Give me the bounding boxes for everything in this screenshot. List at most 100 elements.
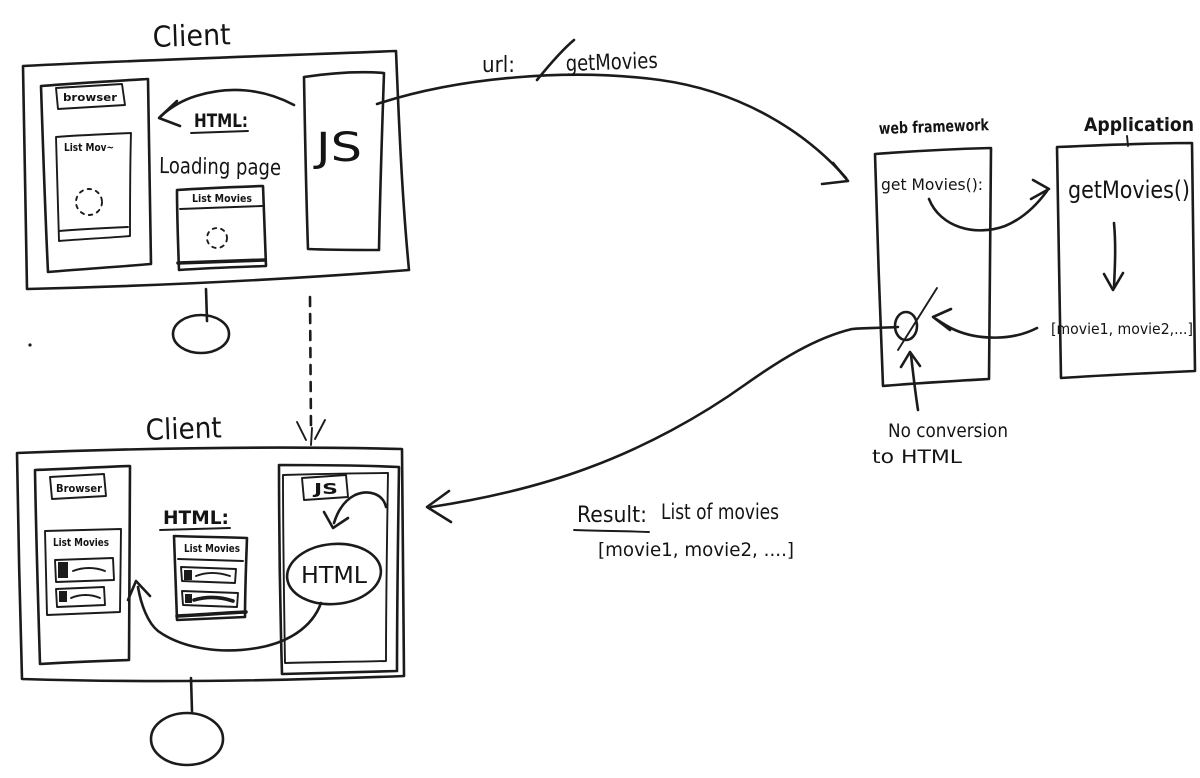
html-loading-arrowhead <box>157 99 182 128</box>
application: Application getMovies() [movie1, movie2,… <box>931 114 1197 380</box>
top-monitor-frame <box>21 49 411 291</box>
bottom-js-label: JS <box>313 480 338 498</box>
result-array-text: [movie1, movie2, ....] <box>598 539 794 561</box>
top-client-title: Client <box>152 17 231 54</box>
url-label: url: <box>482 53 515 78</box>
dashed-shaft <box>308 295 313 432</box>
bottom-browser-panel <box>44 528 122 616</box>
top-html-underline <box>190 130 249 134</box>
bottom-html-label: HTML: <box>163 507 229 529</box>
loading-spinner-icon <box>75 188 103 216</box>
app-down-arrowhead <box>1102 271 1125 292</box>
bottom-card-frame <box>172 534 249 622</box>
note-arrowhead <box>899 350 922 369</box>
html-to-browser-arrowhead <box>126 579 152 602</box>
top-list-movies-card: List Movies <box>175 184 268 272</box>
card-movie-item <box>180 566 237 584</box>
note-line-1: No conversion <box>888 420 1008 442</box>
top-browser-window: browser List Mov~ <box>39 77 153 274</box>
bottom-browser-label: Browser <box>56 482 103 495</box>
result-underline <box>573 529 650 533</box>
browser-movie-item <box>54 557 115 583</box>
bottom-browser-window: Browser List Movies <box>33 464 132 666</box>
top-monitor-stand <box>171 287 231 355</box>
movie-text-squiggle <box>70 594 101 599</box>
movie-thumbnail-icon <box>59 591 67 602</box>
stand-pole <box>189 676 194 713</box>
bottom-card-divider <box>177 558 244 562</box>
item-frame <box>55 586 106 608</box>
top-browser-titlebar <box>55 83 126 110</box>
movie-text-squiggle <box>72 567 106 572</box>
movie-text-squiggle <box>192 595 235 603</box>
bottom-client-title: Client <box>145 410 222 447</box>
framework-to-app-arrow <box>927 189 1049 232</box>
top-client: Client browser List Mov~ HTML: Loading p… <box>21 17 411 355</box>
top-browser-frame <box>39 77 153 274</box>
app-get-movies-label: getMovies() <box>1068 176 1190 204</box>
bottom-html-underline <box>159 527 231 531</box>
bottom-js-labelbox <box>301 474 349 501</box>
movie-thumbnail-icon <box>58 562 68 578</box>
no-conversion-note: No conversion to HTML <box>872 350 1008 468</box>
app-to-framework-arrowhead <box>931 307 953 332</box>
bottom-browser-titlebar <box>49 473 107 500</box>
top-browser-panel-shelf <box>58 226 129 232</box>
js-to-html-arrow <box>332 491 388 525</box>
response-arrow: Result: List of movies [movie1, movie2, … <box>425 325 900 561</box>
note-line-2: to HTML <box>872 446 962 468</box>
dashed-arrowhead-right <box>314 419 326 440</box>
top-browser-label: browser <box>63 91 118 104</box>
bottom-browser-panel-title: List Movies <box>53 536 109 549</box>
top-card-base <box>176 258 267 265</box>
card-movie-item <box>181 590 239 608</box>
html-blob <box>285 542 383 606</box>
bottom-js-outer-frame <box>277 463 401 676</box>
stand-base <box>149 711 225 767</box>
url-slash-glyph <box>535 38 576 82</box>
web-framework-frame <box>873 146 993 388</box>
movie-thumbnail-icon <box>185 594 192 603</box>
null-slash <box>897 287 938 351</box>
top-html-label: HTML: <box>194 110 248 132</box>
bottom-card-base <box>175 610 248 618</box>
html-blob-label: HTML <box>301 563 367 589</box>
top-js-box: JS <box>302 70 386 252</box>
bottom-browser-frame <box>33 464 132 666</box>
bottom-js-box: JS HTML <box>277 463 401 676</box>
state-transition-arrow <box>296 295 326 446</box>
result-keyword: Result: <box>577 503 647 528</box>
bottom-js-inner-frame <box>282 472 389 664</box>
browser-movie-item <box>55 586 106 608</box>
top-card-frame <box>175 184 268 272</box>
stand-base <box>171 313 231 355</box>
loading-spinner-icon <box>206 227 228 249</box>
get-movies-handler-label: get Movies(): <box>881 175 983 194</box>
top-browser-panel <box>55 132 132 242</box>
application-title: Application <box>1084 114 1194 136</box>
movie-thumbnail-icon <box>184 570 192 580</box>
request-arrow: url: getMovies <box>375 38 850 186</box>
item-frame <box>181 590 239 608</box>
bottom-monitor-frame <box>15 446 406 683</box>
response-arrowhead <box>425 489 453 524</box>
note-arrow-shaft <box>909 353 920 412</box>
bottom-monitor-stand <box>149 676 225 767</box>
js-to-html-arrowhead <box>322 510 350 530</box>
stray-ink-dot <box>28 343 32 347</box>
top-html-loading-arrow: HTML: Loading page <box>157 88 296 181</box>
item-frame <box>180 566 237 584</box>
top-browser-panel-title: List Mov~ <box>64 141 114 154</box>
top-js-label: JS <box>312 125 362 171</box>
result-text: List of movies <box>661 500 779 524</box>
web-framework-title: web framework <box>878 115 989 138</box>
top-js-frame <box>302 70 386 252</box>
bottom-html-card: HTML: List Movies <box>159 507 249 622</box>
app-return-value: [movie1, movie2,...] <box>1051 320 1193 338</box>
item-frame <box>54 557 115 583</box>
url-path-label: getMovies <box>565 49 658 77</box>
html-to-browser-arrow <box>126 579 323 652</box>
dashed-arrowhead-left <box>296 421 307 441</box>
